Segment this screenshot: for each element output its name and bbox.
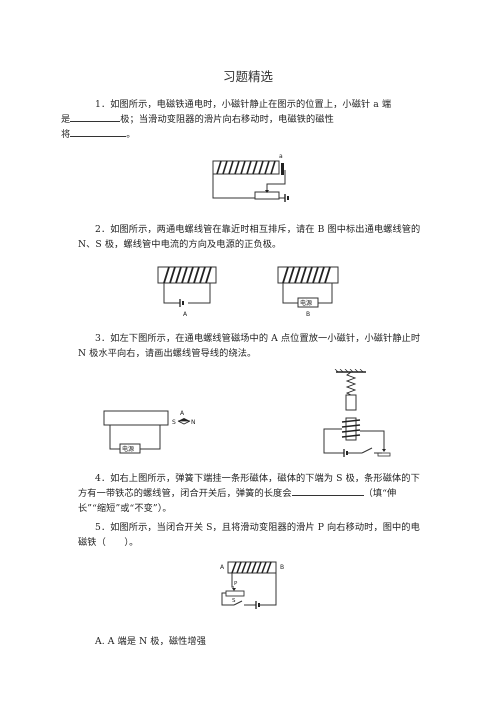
q5-label-a: A [220,564,225,571]
q1-text-a: 1．如图所示，电磁铁通电时，小磁针静止在图示的位置上，小磁针 a 端 [95,99,392,110]
question-3: 3．如左下图所示，在通电螺线管磁场中的 A 点位置放一小磁针，小磁针静止时 N … [78,333,421,359]
q5-label-p: P [234,581,238,587]
q5-coil-windings [231,561,272,574]
q5-figure: A B P S [220,561,284,609]
q3-figure-left: 电源 A S N [103,410,196,454]
q1-blank-magnetism[interactable] [70,127,127,137]
page-title: 习题精选 [222,69,273,84]
q1-compass-needle [281,163,284,175]
q3-point-label: A [180,410,185,417]
q2-power-label: 电源 [300,299,312,307]
q3-s-label: S [172,419,176,426]
q2-coil-a-windings [163,266,212,284]
q4-iron-core [345,417,357,441]
q4-blank-spring[interactable] [291,486,364,496]
q1-wire-left [212,170,255,199]
q1-blank-pole[interactable] [70,112,121,122]
question-4: 4．如右上图所示，弹簧下端挂一条形磁体，磁体的下端为 S 极，条形磁体的下方有一… [78,471,423,516]
q4-figure [323,369,391,457]
q3-power-box [119,443,141,454]
q3-n-label: N [191,419,196,426]
q3-power-label: 电源 [122,445,134,453]
question-1: 1．如图所示，电磁铁通电时，小磁针静止在图示的位置上，小磁针 a 端 是 极；当滑… [61,97,423,142]
q5-label-s: S [232,598,236,604]
q1-text-b: 是 [61,114,71,125]
q1-figure: a [212,153,289,202]
q2-coil-b-windings [282,266,331,284]
q4-coil-windings [341,419,361,438]
q1-text-d: 将 [61,129,71,140]
q4-switch[interactable] [361,447,373,454]
q1-slider-wire [266,170,286,190]
question-2: 2．如图所示，两通电螺线管在靠近时相互排斥，请在 B 图中标出通电螺线管的 N、… [78,224,421,250]
q2-label-b: B [306,311,310,318]
q1-rheostat [254,191,280,200]
q4-wire-left [323,428,344,454]
q4-spring [345,371,357,396]
q1-needle-label: a [279,153,283,160]
q4-text-b: （填“伸长”“缩短”或“不变”）。 [78,488,397,514]
q4-text-a: 4．如右上图所示，弹簧下端挂一条形磁体，磁体的下端为 S 极，条形磁体的下方有一… [78,473,420,499]
q2-solenoid-b [277,266,339,284]
q4-bar-magnet [345,394,357,411]
q5-rheostat [225,590,245,597]
q4-rheostat [377,452,391,457]
q2-power-box [297,297,319,308]
q5-option-a: A. A 端是 N 极，磁性增强 [95,636,207,647]
q2-figure: A 电源 B [157,266,339,318]
q1-text-e: 。 [126,129,136,140]
q2-label-a: A [183,311,188,318]
q5-switch[interactable] [233,600,243,606]
q3-solenoid [103,410,169,426]
q1-text-c: 极；当滑动变阻器的滑片向右移动时，电磁铁的磁性 [120,114,334,125]
q5-label-b: B [280,564,284,571]
q1-slider[interactable] [265,190,269,193]
q1-coil-windings [216,160,276,175]
q3-compass-needle [178,418,190,421]
q5-slider[interactable] [232,588,236,591]
question-5: 5．如图所示，当闭合开关 S，且将滑动变阻器的滑片 P 向右移动时，图中的电磁铁… [78,522,420,548]
q1-solenoid-core [212,160,280,175]
